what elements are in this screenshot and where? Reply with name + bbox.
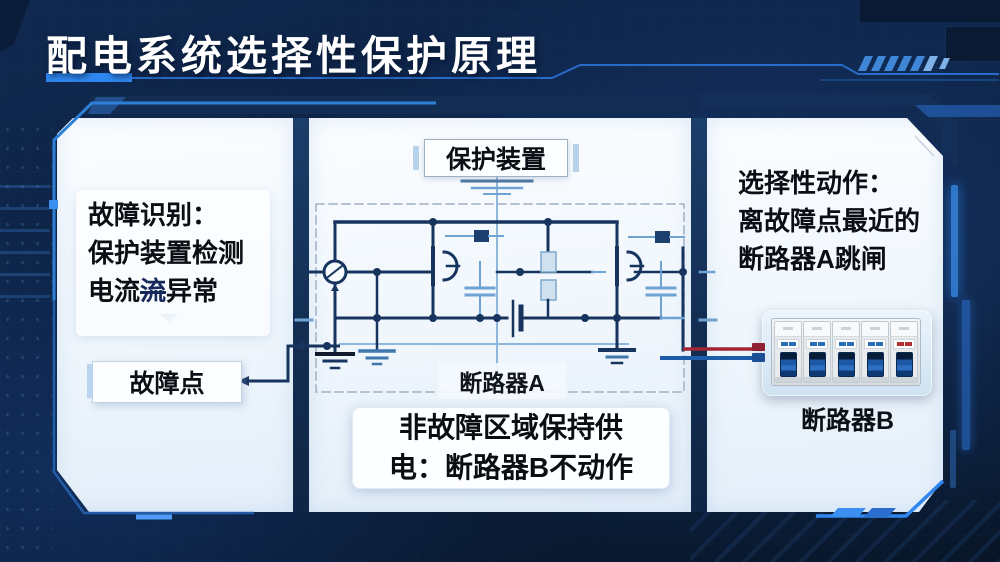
garbled-char: 流 <box>140 276 167 306</box>
selective-line-1: 选择性动作： <box>738 168 895 198</box>
top-right-dark-block <box>945 26 1000 62</box>
mcb-base <box>862 377 888 382</box>
right-glow-bar <box>962 300 970 450</box>
red-terminal <box>752 343 765 351</box>
mcb-cap <box>833 322 859 337</box>
hash-marks-icon <box>858 56 950 71</box>
mcb-toggle <box>808 352 826 377</box>
protection-device-label: 保护装置 <box>413 139 579 177</box>
right-glow-bar <box>950 430 956 488</box>
breaker-b-rail <box>771 318 921 386</box>
mcb-unit <box>861 321 889 383</box>
mcb-unit <box>803 321 831 383</box>
fault-point-label: 故障点 <box>87 361 242 403</box>
mcb-toggle <box>837 352 855 377</box>
panel-divider <box>293 118 309 512</box>
note-line-1: 非故障区域保持供 <box>398 412 623 443</box>
note-line-2: 电：断路器B不动作 <box>388 452 634 483</box>
fault-line-3: 电流流异常 <box>88 276 219 306</box>
left-edge-streaks <box>0 185 50 315</box>
mcb-toggle <box>866 352 884 377</box>
mcb-toggle <box>779 352 797 377</box>
breaker-a-label: 断路器A <box>438 363 566 399</box>
mcb-cap <box>804 322 830 337</box>
mcb-base <box>775 377 801 382</box>
blue-terminal <box>752 353 765 362</box>
mcb-base <box>891 377 917 382</box>
fault-line-1: 故障识别： <box>88 200 219 230</box>
mcb-label-strip <box>835 339 857 349</box>
mcb-unit <box>832 321 860 383</box>
mcb-cap <box>862 322 888 337</box>
mcb-unit <box>890 321 918 383</box>
selective-line-3: 断路器A跳闸 <box>738 244 887 274</box>
fault-line-2: 保护装置检测 <box>88 238 245 268</box>
selective-action-text: 选择性动作： 离故障点最近的 断路器A跳闸 <box>738 164 938 278</box>
breaker-b-image <box>762 310 932 396</box>
right-glow-bar <box>951 185 958 297</box>
mcb-unit <box>774 321 802 383</box>
mcb-base <box>833 377 859 382</box>
dot-pattern <box>0 120 52 550</box>
non-fault-zone-note: 非故障区域保持供 电：断路器B不动作 <box>352 407 670 489</box>
mcb-cap <box>891 322 917 337</box>
breaker-b-label: 断路器B <box>800 407 895 435</box>
panel-divider <box>691 118 707 512</box>
mcb-label-strip <box>864 339 886 349</box>
top-right-dark-block <box>860 0 1000 22</box>
fault-identification-text: 故障识别： 保护装置检测 电流流异常 <box>88 196 244 310</box>
mcb-base <box>804 377 830 382</box>
selective-line-2: 离故障点最近的 <box>738 206 921 236</box>
mcb-cap <box>775 322 801 337</box>
mcb-label-strip <box>777 339 799 349</box>
mcb-label-strip <box>806 339 828 349</box>
mcb-label-strip <box>893 339 915 349</box>
page-title: 配电系统选择性保护原理 <box>46 33 541 79</box>
mcb-toggle <box>895 352 913 377</box>
